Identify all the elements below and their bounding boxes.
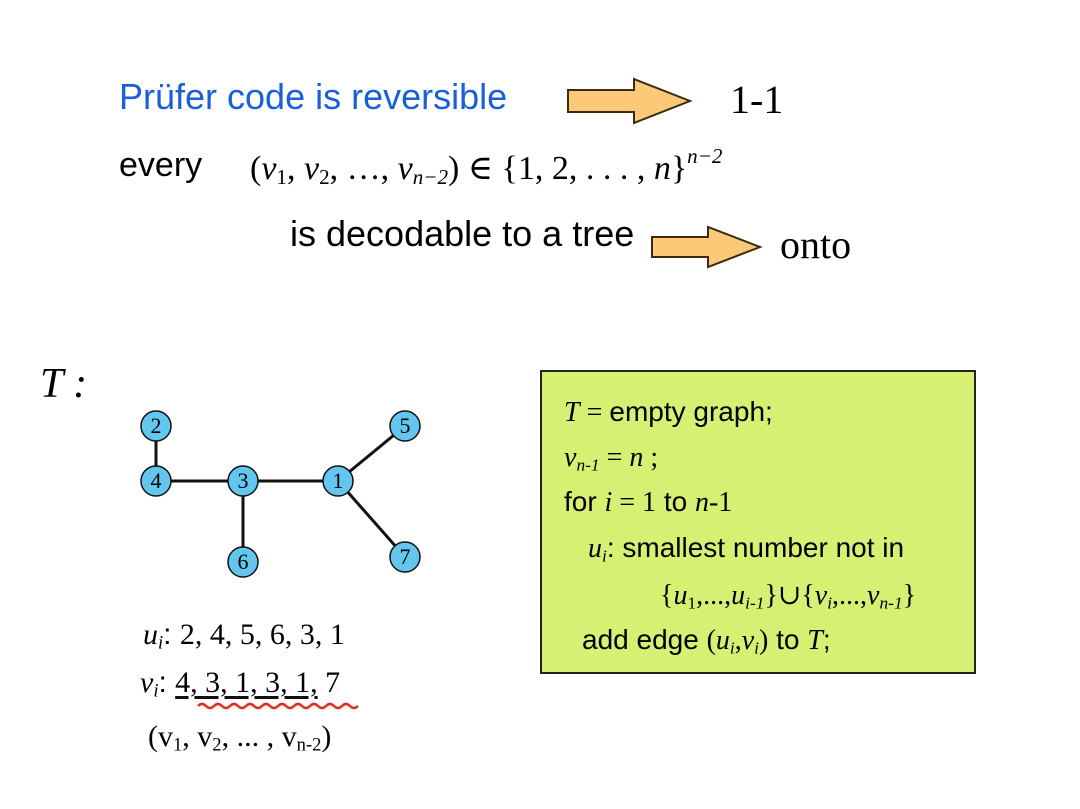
algo-line-set-union: {u1,...,ui-1}∪{vi,...,vn-1} bbox=[660, 580, 917, 613]
sequence-v-prefix: 4, 3, 1, 3, 1, bbox=[175, 666, 318, 699]
title-prufer-reversible: Prüfer code is reversible bbox=[119, 76, 508, 117]
svg-text:2: 2 bbox=[151, 413, 162, 438]
sequence-tuple: (v1, v2, ... , vn-2) bbox=[148, 720, 332, 756]
sequence-v: vi: 4, 3, 1, 3, 1, 7 bbox=[140, 666, 341, 702]
tree-node-7: 7 bbox=[389, 541, 421, 573]
svg-text:4: 4 bbox=[151, 468, 162, 493]
result-one-to-one: 1-1 bbox=[730, 77, 784, 122]
edge-1-7 bbox=[336, 480, 407, 558]
sequence-u-values: 2, 4, 5, 6, 3, 1 bbox=[179, 618, 345, 651]
algo-line-init-graph: T = empty graph; bbox=[564, 396, 773, 428]
algo-line-add-edge: add edge (ui,vi) to T; bbox=[582, 624, 831, 658]
svg-text:7: 7 bbox=[400, 544, 411, 569]
every-label: every bbox=[119, 146, 203, 184]
result-onto: onto bbox=[780, 222, 852, 267]
svg-text:5: 5 bbox=[400, 413, 411, 438]
algo-line-for-loop: for i = 1 to n-1 bbox=[564, 486, 733, 518]
arrow-right-icon bbox=[651, 225, 763, 269]
tree-label: T : bbox=[40, 361, 88, 407]
algo-line-init-v: vn-1 = n ; bbox=[564, 442, 659, 475]
tuple-set-expression: (v1, v2, …, vn−2) ∈ {1, 2, . . . , n}n−2 bbox=[250, 144, 723, 190]
algo-line-choose-u: ui: smallest number not in bbox=[588, 532, 905, 566]
arrow-right-icon bbox=[567, 77, 693, 125]
tree-node-4: 4 bbox=[140, 465, 172, 497]
sequence-v-last: 7 bbox=[317, 666, 341, 699]
svg-text:6: 6 bbox=[238, 549, 249, 574]
sequence-u: ui: 2, 4, 5, 6, 3, 1 bbox=[143, 618, 345, 654]
tree-diagram: 2 4 3 1 5 6 7 bbox=[140, 410, 421, 578]
svg-text:3: 3 bbox=[238, 468, 249, 493]
red-wavy-underline bbox=[197, 702, 359, 710]
tree-node-1: 1 bbox=[322, 465, 354, 497]
tree-node-5: 5 bbox=[389, 410, 421, 442]
tree-node-6: 6 bbox=[227, 546, 259, 578]
decodable-statement: is decodable to a tree bbox=[290, 213, 635, 254]
tree-node-3: 3 bbox=[227, 465, 259, 497]
svg-text:1: 1 bbox=[333, 468, 344, 493]
algorithm-box: T = empty graph; vn-1 = n ; for i = 1 to… bbox=[540, 370, 976, 674]
tree-node-2: 2 bbox=[140, 410, 172, 442]
